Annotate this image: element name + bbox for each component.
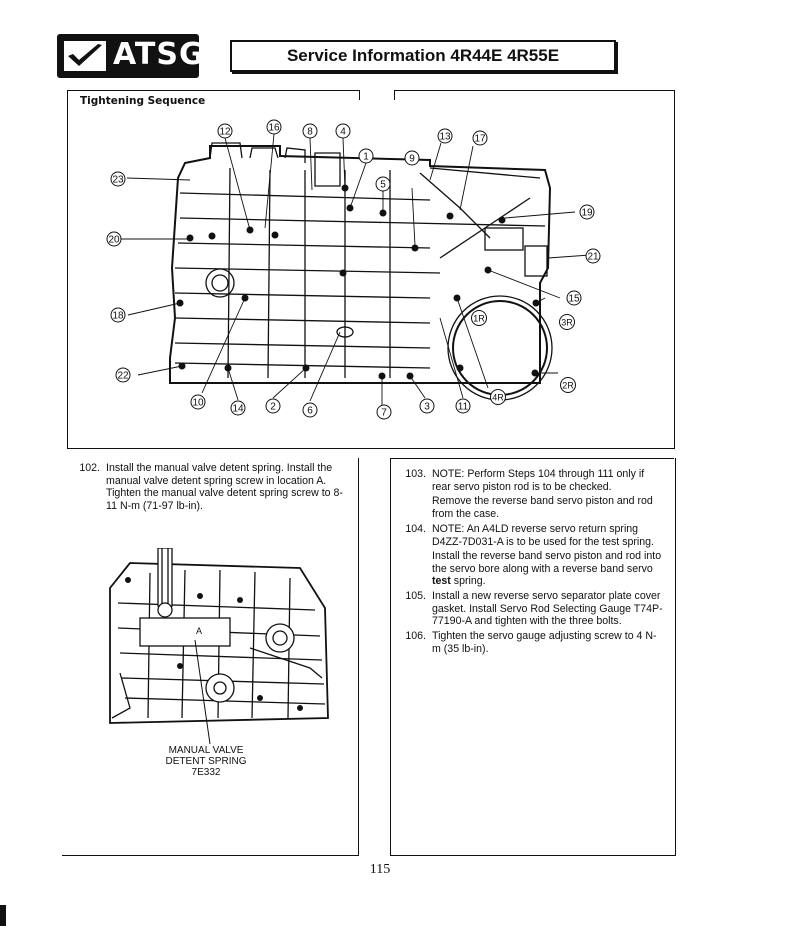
frame-tick — [359, 90, 360, 100]
step-102: 102. Install the manual valve detent spr… — [70, 462, 346, 512]
callout-23: 23 — [112, 175, 124, 186]
callout-20: 20 — [108, 235, 120, 246]
callout-7: 7 — [381, 408, 387, 419]
figure-frame — [67, 90, 675, 449]
right-column — [390, 458, 676, 856]
callout-4: 4 — [340, 127, 346, 138]
callout-16: 16 — [268, 123, 280, 134]
callout-labels: 12 16 8 4 1 13 17 9 5 23 19 20 21 15 18 … — [106, 119, 601, 420]
note-text: Install the reverse band servo piston an… — [432, 550, 662, 575]
callout-18: 18 — [112, 311, 124, 322]
step-text: NOTE: An A4LD reverse servo return sprin… — [432, 523, 654, 548]
callout-17: 17 — [474, 134, 486, 145]
caption-line: 7E332 — [191, 767, 221, 778]
callout-6: 6 — [307, 406, 313, 417]
step-104: 104. NOTE: An A4LD reverse servo return … — [396, 523, 664, 548]
callout-21: 21 — [587, 252, 599, 263]
page-title: Service Information 4R44E 4R55E — [230, 40, 616, 72]
callout-8: 8 — [307, 127, 313, 138]
right-column-top — [390, 458, 674, 459]
callout-2R: 2R — [562, 381, 574, 391]
callout-3R: 3R — [561, 318, 573, 328]
binder-mark — [0, 905, 6, 926]
note-text: spring. — [450, 575, 486, 587]
callout-2: 2 — [270, 402, 276, 413]
callout-22: 22 — [117, 371, 129, 382]
step-105: 105. Install a new reverse servo separat… — [396, 590, 664, 628]
step-number: 105. — [405, 590, 426, 602]
figure-title: Tightening Sequence — [80, 95, 206, 107]
figure-caption: MANUAL VALVE DETENT SPRING 7E332 — [140, 745, 272, 778]
step-104-note: Install the reverse band servo piston an… — [432, 550, 664, 588]
callout-13: 13 — [439, 132, 451, 143]
step-number: 106. — [405, 630, 426, 642]
step-text: NOTE: Perform Steps 104 through 111 only… — [432, 468, 645, 493]
caption-line: DETENT SPRING — [165, 756, 247, 767]
callout-9: 9 — [409, 154, 415, 165]
callout-14: 14 — [232, 404, 244, 415]
step-103: 103. NOTE: Perform Steps 104 through 111… — [396, 468, 664, 493]
checkmark-logo-icon — [64, 41, 106, 71]
caption-line: MANUAL VALVE — [168, 745, 244, 756]
step-text: Tighten the servo gauge adjusting screw … — [432, 630, 657, 655]
page-number: 115 — [369, 862, 391, 877]
step-number: 102. — [79, 462, 100, 474]
step-103-note: Remove the reverse band servo piston and… — [432, 495, 653, 520]
step-number: 103. — [405, 468, 426, 480]
step-106: 106. Tighten the servo gauge adjusting s… — [396, 630, 664, 655]
logo-text: ATSG — [113, 37, 205, 72]
frame-top-right — [394, 90, 674, 91]
callout-11: 11 — [458, 402, 469, 413]
callout-1: 1 — [363, 152, 369, 163]
callout-1R: 1R — [473, 314, 485, 324]
step-number: 104. — [405, 523, 426, 535]
atsg-logo: ATSG — [57, 34, 204, 78]
location-a-label: A — [196, 626, 202, 636]
manual-valve-detent-diagram: A — [109, 548, 329, 744]
step-text: Install a new reverse servo separator pl… — [432, 590, 663, 627]
callout-19: 19 — [581, 208, 593, 219]
callout-15: 15 — [568, 294, 580, 305]
callout-3: 3 — [424, 402, 430, 413]
callout-4R: 4R — [492, 393, 504, 403]
callout-5: 5 — [380, 180, 386, 191]
frame-top-left — [67, 90, 360, 91]
valve-body-outline — [169, 145, 552, 384]
frame-tick — [394, 90, 395, 100]
left-column — [62, 458, 359, 856]
step-text: Install the manual valve detent spring. … — [106, 462, 343, 512]
callout-10: 10 — [192, 398, 204, 409]
note-emphasis: test — [432, 575, 451, 587]
callout-12: 12 — [219, 127, 231, 138]
valve-body-diagram: 12 16 8 4 1 13 17 9 5 23 19 20 21 15 18 … — [106, 119, 601, 420]
